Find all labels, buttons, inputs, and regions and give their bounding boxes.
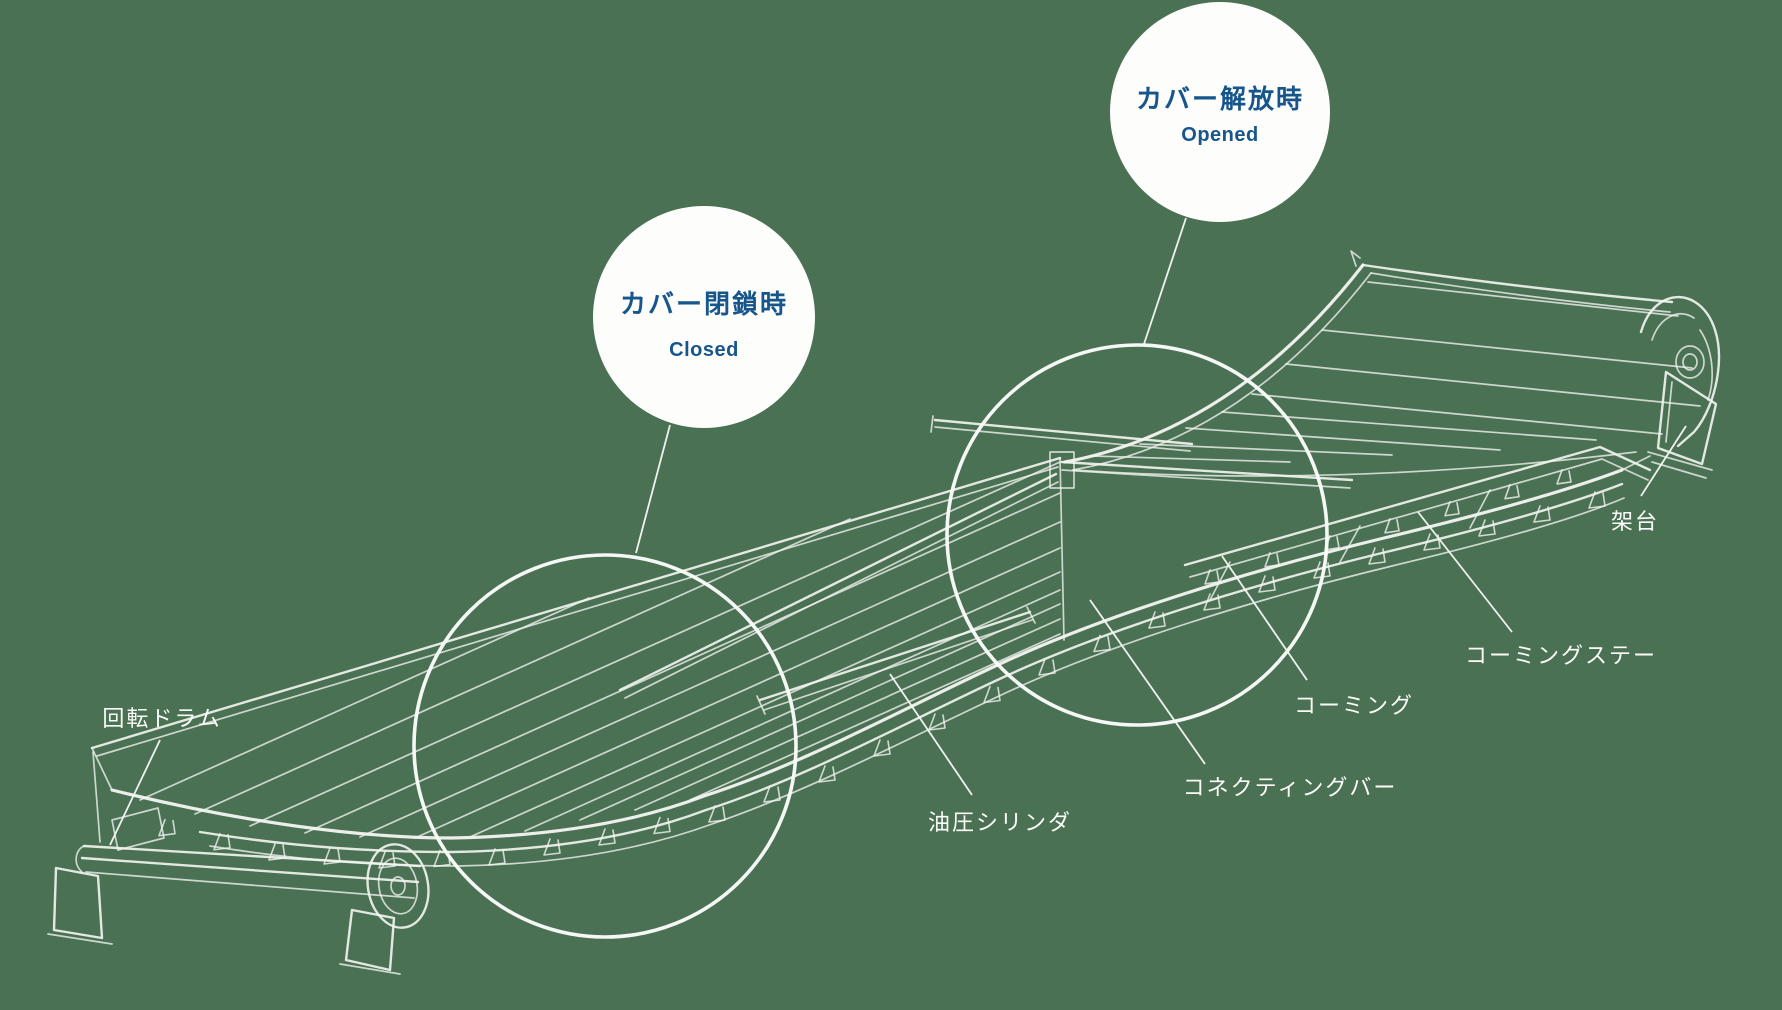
label-coaming: コーミング [1294,693,1414,718]
leader-coaming-stay [1417,511,1513,633]
label-rotating-drum: 回転ドラム [102,706,221,731]
coaming-mid-line [198,482,1624,854]
label-connecting-bar: コネクティングバー [1183,775,1398,800]
connecting-bar-part [618,472,1058,692]
closed-cover-left-cap [91,747,113,791]
closed-cover-junction-edge [1059,457,1065,641]
bubble-closed-title: カバー閉鎖時 [620,289,788,319]
leader-stand [1640,425,1687,497]
lifted-panel-bar [933,418,1194,446]
opened-cover-lower-edge [1072,451,1637,477]
closed-cover-rib-lines [139,461,1061,839]
lift-beam [1060,460,1354,482]
leader-connecting-bar [1089,599,1206,765]
leader-hydraulic-cylinder [889,673,973,796]
label-coaming-stay: コーミングステー [1465,643,1657,668]
opened-cover-illustration [1063,250,1701,601]
bubble-opened-title: カバー解放時 [1136,84,1304,114]
leader-coaming [1221,555,1308,681]
label-stand: 架台 [1611,509,1659,534]
opened-cover-sag-edge [1063,263,1365,464]
lift-mechanism-illustration [618,415,1354,715]
drum-left-foot [52,866,104,940]
stand-wedge [1656,370,1718,466]
opened-bubble-connector-line [1143,217,1187,345]
rack-rail [1183,445,1652,567]
bubble-closed-circle [593,206,815,428]
bubble-closed: カバー閉鎖時 Closed [593,206,815,428]
bubble-closed-subtitle: Closed [669,339,739,361]
label-hydraulic-cylinder: 油圧シリンダ [928,810,1072,835]
drum-cylinder [82,844,422,868]
leader-rotating-drum [109,739,161,846]
stand-drum-housing [1639,295,1721,448]
coaming-skirt-line [209,497,1625,867]
opened-cover-rib-lines [1091,281,1701,463]
coaming-stay-brackets [158,491,1606,869]
closed-annotation-circle [412,553,798,939]
drum-flange [366,843,430,929]
drum-right-foot [344,908,396,972]
part-labels: 回転ドラム 油圧シリンダ コネクティングバー コーミング コーミングステー 架台 [102,425,1687,846]
hydraulic-cylinder-part [758,610,1032,702]
coaming-top-line [110,468,1624,840]
closed-bubble-connector-line [635,424,671,554]
coaming-rail-illustration [110,468,1625,869]
opened-cover-top-edge [1361,263,1674,304]
bubble-opened: カバー解放時 Opened [1110,2,1330,222]
bubble-opened-circle [1110,2,1330,222]
opened-annotation-circle [945,343,1329,727]
rotating-drum-illustration [47,751,430,975]
bubble-opened-subtitle: Opened [1181,124,1258,146]
